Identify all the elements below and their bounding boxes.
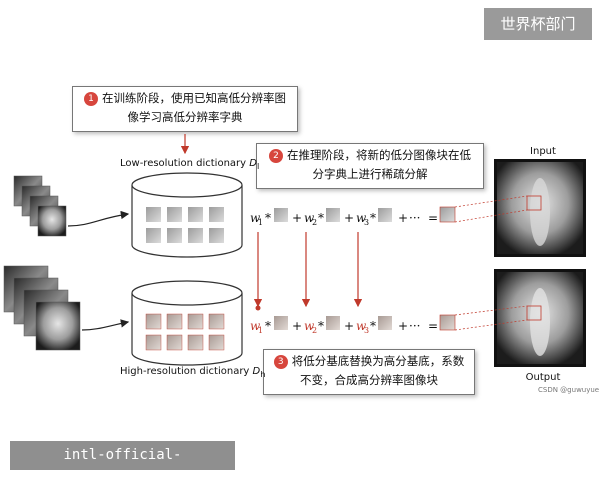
eq-high-times-1: * xyxy=(265,319,271,333)
eq-low-atom-1 xyxy=(274,208,288,222)
eq-high-equals: = xyxy=(428,319,438,333)
eq-high-atom-3 xyxy=(378,316,392,330)
eq-low-atom-3 xyxy=(378,208,392,222)
eq-high-w1: w xyxy=(250,319,261,333)
eq-high-plus-3: + xyxy=(398,319,408,333)
high-res-image-stack xyxy=(3,265,81,351)
low-res-equation: w 1 * + w 2 * + w 3 * + ··· = xyxy=(250,206,456,227)
eq-high-patch xyxy=(439,314,456,331)
input-label: Input xyxy=(530,146,556,157)
eq-high-w3: w xyxy=(356,319,367,333)
step-1-callout: 1 在训练阶段，使用已知高低分辨率图 像学习高低分辨率字典 xyxy=(72,86,298,132)
output-zoom-line-top xyxy=(454,305,528,316)
high-images-arrow xyxy=(81,319,130,331)
low-images-arrow xyxy=(67,210,130,227)
input-xray xyxy=(494,159,586,257)
input-zoom-line-top xyxy=(454,195,528,208)
eq-high-w1-sub: 1 xyxy=(258,326,263,335)
step-2-line-1: 在推理阶段，将新的低分图像块在低 xyxy=(287,148,471,162)
eq-low-times-1: * xyxy=(265,211,271,225)
step-3-line-2: 不变，合成高分辨率图像块 xyxy=(300,373,438,387)
eq-low-w2: w xyxy=(304,211,315,225)
eq-low-w2-sub: 2 xyxy=(312,218,317,227)
step-3-line-1: 将低分基底替换为高分基底，系数 xyxy=(291,354,465,368)
eq-low-plus-1: + xyxy=(292,211,302,225)
eq-high-w3-sub: 3 xyxy=(364,326,369,335)
eq-high-plus-2: + xyxy=(344,319,354,333)
low-res-image-stack xyxy=(13,175,67,237)
csdn-watermark: CSDN @guwuyue xyxy=(538,386,600,394)
eq-high-times-2: * xyxy=(318,319,324,333)
eq-low-atom-2 xyxy=(326,208,340,222)
eq-low-times-2: * xyxy=(318,211,324,225)
eq-low-w3-sub: 3 xyxy=(364,218,369,227)
eq-low-times-3: * xyxy=(370,211,376,225)
step-1-line-2: 像学习高低分辨率字典 xyxy=(127,110,243,124)
eq-high-atom-1 xyxy=(274,316,288,330)
eq-low-dots: ··· xyxy=(409,211,420,225)
eq-low-plus-2: + xyxy=(344,211,354,225)
top-watermark: 世界杯部门 xyxy=(484,8,592,40)
eq-low-w1-sub: 1 xyxy=(258,218,263,227)
output-xray xyxy=(494,269,586,367)
step-2-badge: 2 xyxy=(269,148,283,163)
eq-low-patch xyxy=(439,206,456,223)
high-res-equation: w 1 * + w 2 * + w 3 * + ··· = xyxy=(250,314,456,335)
diagram-canvas: w 1 * + w 2 * + w 3 * + ··· = w 1 * + w … xyxy=(3,134,586,367)
low-res-dictionary xyxy=(131,172,243,258)
eq-high-plus-1: + xyxy=(292,319,302,333)
eq-high-atom-2 xyxy=(326,316,340,330)
output-zoom-line-bottom xyxy=(454,319,528,331)
eq-low-w3: w xyxy=(356,211,367,225)
step-2-callout: 2 在推理阶段，将新的低分图像块在低 分字典上进行稀疏分解 xyxy=(256,143,484,189)
step-1-line-1: 在训练阶段，使用已知高低分辨率图 xyxy=(102,91,286,105)
step-3-badge: 3 xyxy=(273,354,288,369)
eq-high-times-3: * xyxy=(370,319,376,333)
step-1-badge: 1 xyxy=(84,91,98,106)
eq-high-w2-sub: 2 xyxy=(312,326,317,335)
eq-high-dots: ··· xyxy=(409,319,420,333)
high-res-dictionary xyxy=(131,280,243,366)
eq-high-w2: w xyxy=(304,319,315,333)
eq-low-w1: w xyxy=(250,211,261,225)
eq-low-plus-3: + xyxy=(398,211,408,225)
step-2-line-2: 分字典上进行稀疏分解 xyxy=(312,167,428,181)
high-dict-label: High-resolution dictionary Dh xyxy=(120,366,266,379)
input-zoom-line-bottom xyxy=(454,209,528,223)
coef-arrow-1-dot xyxy=(255,305,261,311)
eq-low-equals: = xyxy=(428,211,438,225)
output-label: Output xyxy=(525,372,561,383)
low-dict-label: Low-resolution dictionary Dl xyxy=(120,158,260,171)
